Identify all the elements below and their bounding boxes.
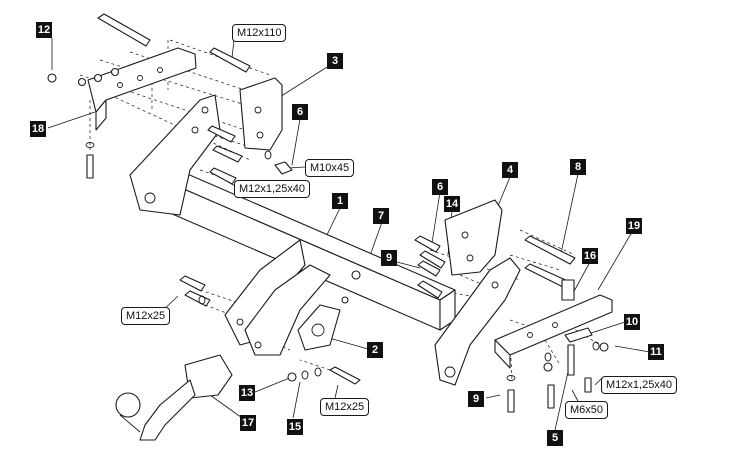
spec-m10x45: M10x45 bbox=[305, 159, 355, 177]
callout-3: 3 bbox=[327, 53, 343, 69]
part-1-cross-beam bbox=[129, 94, 521, 386]
callout-5: 5 bbox=[547, 430, 563, 446]
part-18-left-rail bbox=[87, 47, 197, 131]
callout-6-upper: 6 bbox=[292, 104, 308, 120]
callout-13: 13 bbox=[239, 385, 255, 401]
callout-11: 11 bbox=[648, 344, 664, 360]
part-19-right-rail bbox=[494, 294, 613, 369]
fasteners bbox=[47, 13, 609, 413]
part-17-tow-ball bbox=[115, 354, 233, 441]
callout-14: 14 bbox=[444, 196, 460, 212]
spec-m12x25-bottom: M12x25 bbox=[320, 398, 370, 416]
callout-1: 1 bbox=[332, 193, 348, 209]
callout-4: 4 bbox=[502, 162, 518, 178]
callout-12: 12 bbox=[36, 22, 52, 38]
callout-18: 18 bbox=[30, 121, 46, 137]
callout-9-right: 9 bbox=[381, 250, 397, 266]
callout-2: 2 bbox=[367, 342, 383, 358]
spec-m12x1-25x40-right: M12x1,25x40 bbox=[601, 376, 678, 394]
part-3-bracket bbox=[239, 77, 283, 151]
callout-7: 7 bbox=[373, 208, 389, 224]
spec-m12x25-left: M12x25 bbox=[121, 307, 171, 325]
spec-m6x50: M6x50 bbox=[565, 401, 609, 419]
leader-lines bbox=[47, 38, 651, 431]
callout-8: 8 bbox=[570, 159, 586, 175]
part-2-socket-plate bbox=[297, 304, 341, 351]
callout-10: 10 bbox=[624, 314, 640, 330]
callout-15: 15 bbox=[287, 419, 303, 435]
callout-9-bottom: 9 bbox=[468, 391, 484, 407]
callout-17: 17 bbox=[240, 415, 256, 431]
part-4-bracket bbox=[444, 199, 503, 276]
spec-m12x110: M12x110 bbox=[232, 24, 287, 42]
callout-16: 16 bbox=[582, 248, 598, 264]
spec-m12x1-25x40-left: M12x1,25x40 bbox=[234, 180, 311, 198]
callout-19: 19 bbox=[626, 218, 642, 234]
callout-6-right: 6 bbox=[432, 179, 448, 195]
